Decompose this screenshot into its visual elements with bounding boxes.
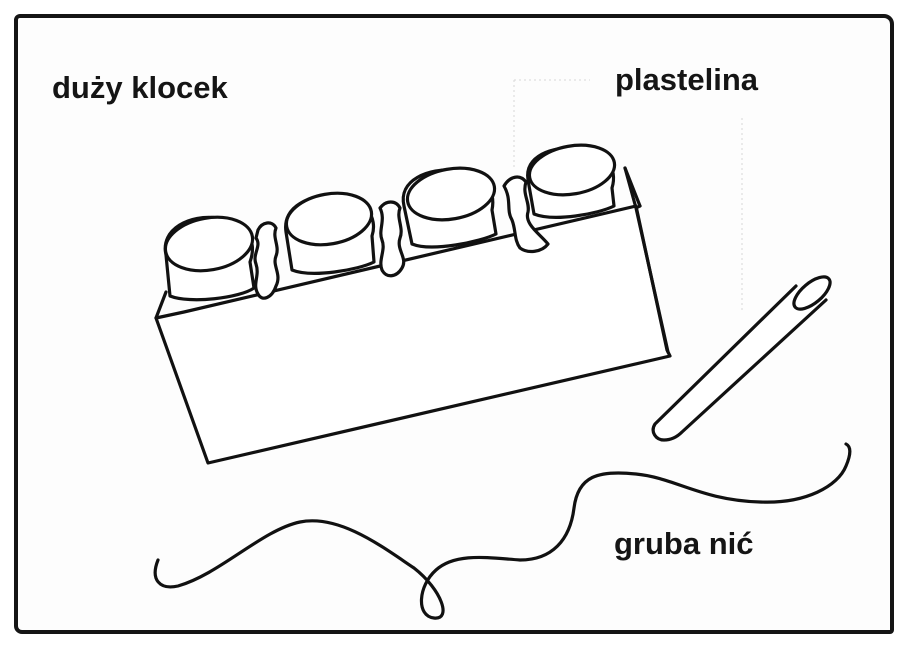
label-thick-thread: gruba nić [614,528,754,559]
block-stud-4 [525,139,618,217]
label-large-block: duży klocek [52,72,228,103]
label-plasticine: plastelina [615,64,758,95]
block-stud-3 [403,162,498,247]
plasticine-piece-1 [255,223,278,298]
block-stud-1 [161,211,257,300]
plasticine-piece-2 [380,202,404,276]
block-stud-2 [282,187,375,273]
clay-stick [653,271,835,440]
large-block [156,139,670,463]
